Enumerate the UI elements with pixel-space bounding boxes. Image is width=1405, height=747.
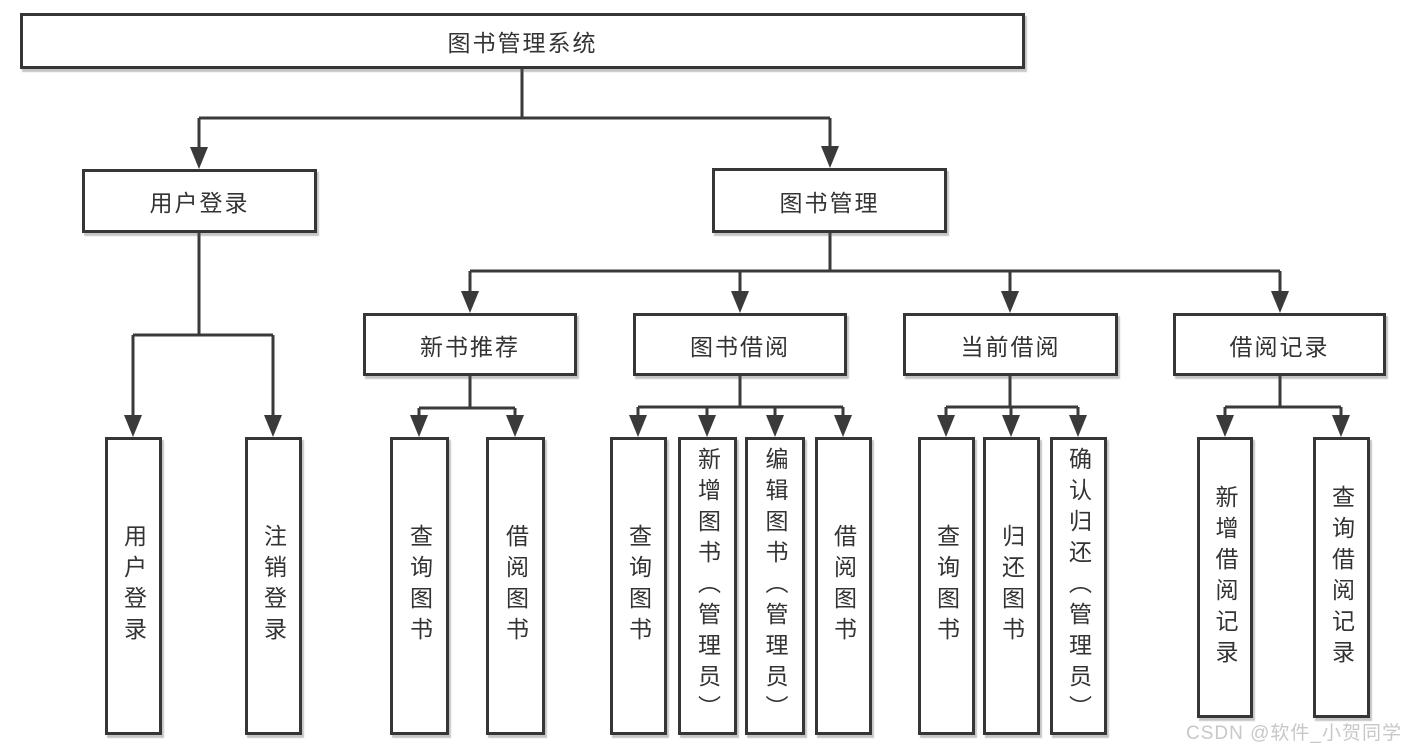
node-label: 图书管理 — [779, 189, 880, 216]
csdn-watermark: CSDN @软件_小贺同学 — [1186, 723, 1402, 744]
node-label: 查询借阅记录 — [1328, 484, 1355, 671]
node-label: 编辑图书（管理员） — [762, 446, 788, 726]
leaf-logout: 注销登录 — [245, 437, 302, 735]
node-label: 查询图书 — [933, 524, 960, 648]
node-label: 新增借阅记录 — [1212, 484, 1238, 671]
node-label: 查询图书 — [406, 524, 433, 648]
node-label: 注销登录 — [260, 524, 287, 648]
node-label: 归还图书 — [998, 524, 1025, 648]
leaf-borrow-edit-books-admin: 编辑图书（管理员） — [745, 437, 805, 735]
node-book-borrow: 图书借阅 — [633, 313, 847, 376]
node-user-login: 用户登录 — [82, 169, 317, 233]
arrowheads — [124, 146, 1350, 437]
node-current-borrow: 当前借阅 — [903, 313, 1118, 376]
leaf-current-return-books: 归还图书 — [983, 437, 1040, 735]
leaf-current-confirm-return-admin: 确认归还（管理员） — [1050, 437, 1107, 735]
node-root-system: 图书管理系统 — [20, 13, 1025, 69]
leaf-borrow-borrow-books: 借阅图书 — [815, 437, 872, 735]
node-label: 新增图书（管理员） — [694, 446, 721, 726]
node-label: 用户登录 — [149, 190, 250, 216]
leaf-borrow-add-books-admin: 新增图书（管理员） — [678, 437, 737, 735]
node-label: 借阅记录 — [1229, 333, 1330, 360]
node-label: 借阅图书 — [502, 524, 529, 648]
leaf-user-login: 用户登录 — [105, 437, 162, 735]
node-label: 查询图书 — [625, 524, 652, 648]
node-label: 当前借阅 — [960, 333, 1061, 360]
node-label: 借阅图书 — [830, 524, 857, 648]
leaf-current-query-books: 查询图书 — [918, 437, 975, 735]
leaf-newbook-query-books: 查询图书 — [390, 437, 449, 735]
leaf-newbook-borrow-books: 借阅图书 — [486, 437, 545, 735]
node-label: 图书管理系统 — [447, 30, 598, 56]
node-book-management: 图书管理 — [712, 168, 947, 233]
node-label: 新书推荐 — [420, 333, 520, 360]
node-borrow-records: 借阅记录 — [1173, 313, 1386, 376]
node-new-book-recommend: 新书推荐 — [363, 313, 577, 376]
node-label: 图书借阅 — [690, 333, 790, 360]
node-label: 用户登录 — [120, 524, 147, 648]
leaf-records-add-record: 新增借阅记录 — [1197, 437, 1253, 718]
leaf-borrow-query-books: 查询图书 — [610, 437, 667, 735]
node-label: 确认归还（管理员） — [1065, 446, 1092, 726]
leaf-records-query-record: 查询借阅记录 — [1313, 437, 1370, 718]
